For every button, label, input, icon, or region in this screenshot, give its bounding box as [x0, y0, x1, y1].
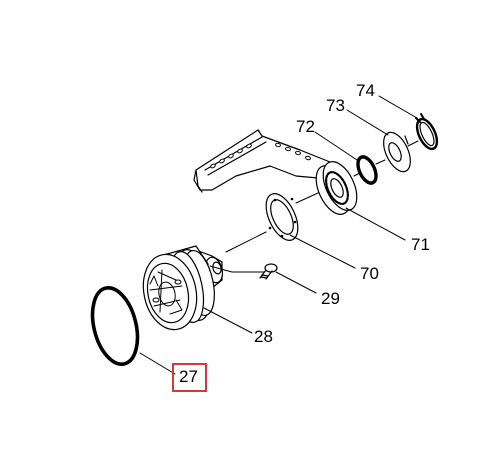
highlight-box-part-27 — [172, 363, 207, 392]
part-70-flange-gasket — [265, 193, 299, 241]
part-label-71: 71 — [411, 235, 430, 254]
part-label-73: 73 — [326, 96, 345, 115]
leader-lines — [139, 95, 418, 375]
part-label-72: 72 — [296, 117, 315, 136]
part-label-28: 28 — [254, 327, 273, 346]
part-label-70: 70 — [360, 264, 379, 283]
part-72-small-o-ring — [356, 155, 378, 185]
part-label-29: 29 — [321, 289, 340, 308]
assembly-axis-lines — [209, 140, 419, 273]
part-71-handle-lever — [193, 129, 358, 215]
part-73-washer — [383, 131, 411, 173]
part-label-74: 74 — [356, 81, 375, 100]
part-74-circlip — [415, 113, 439, 151]
part-label-27: 27 — [179, 367, 198, 386]
part-29-screw — [259, 263, 278, 280]
part-27-large-o-ring — [90, 286, 140, 366]
part-28-valve-housing — [142, 245, 224, 331]
